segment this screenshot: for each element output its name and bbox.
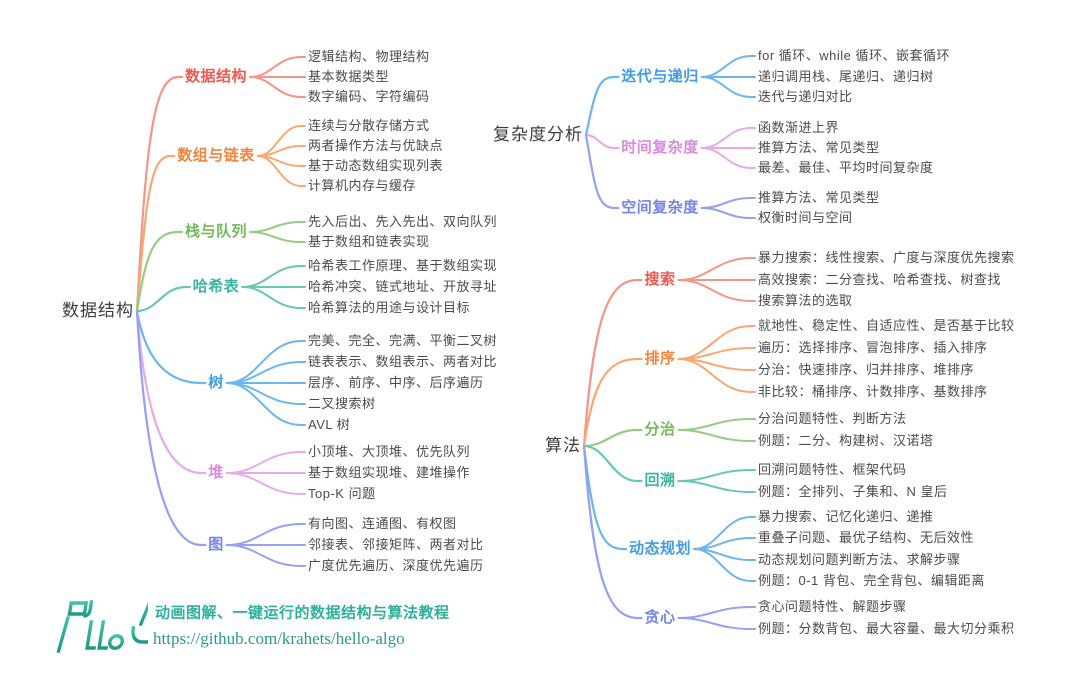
leaf-node: 链表表示、数组表示、两者对比 <box>308 354 498 369</box>
leaf-node: 有向图、连通图、有权图 <box>308 516 457 531</box>
leaf-node: 基本数据类型 <box>308 69 390 84</box>
leaf-node: 权衡时间与空间 <box>758 210 853 225</box>
root-node-complexity-analysis: 复杂度分析 <box>493 125 583 144</box>
leaf-node: 遍历：选择排序、冒泡排序、插入排序 <box>758 340 988 355</box>
branch-greedy: 贪心 <box>644 609 676 626</box>
leaf-node: 推算方法、常见类型 <box>758 190 880 205</box>
leaf-node: 两者操作方法与优缺点 <box>308 138 444 153</box>
branch-dynamic-programming: 动态规划 <box>628 540 692 557</box>
branch-heap: 堆 <box>208 464 224 481</box>
leaf-node: 推算方法、常见类型 <box>758 140 880 155</box>
leaf-node: 函数渐进上界 <box>758 120 840 135</box>
leaf-node: 基于动态数组实现列表 <box>308 158 444 173</box>
leaf-node: 计算机内存与缓存 <box>308 178 417 193</box>
leaf-node: 先入后出、先入先出、双向队列 <box>308 214 498 229</box>
leaf-node: 就地性、稳定性、自适应性、是否基于比较 <box>758 318 1015 333</box>
leaf-node: 二叉搜索树 <box>308 396 376 411</box>
leaf-node: 数字编码、字符编码 <box>308 89 430 104</box>
github-repo-link[interactable]: https://github.com/krahets/hello-algo <box>153 629 405 648</box>
leaf-node: 广度优先遍历、深度优先遍历 <box>308 558 484 573</box>
leaf-node: 最差、最佳、平均时间复杂度 <box>758 160 934 175</box>
leaf-node: 基于数组和链表实现 <box>308 234 430 249</box>
branch-array-linkedlist: 数组与链表 <box>177 147 255 164</box>
leaf-node: 重叠子问题、最优子结构、无后效性 <box>758 530 975 545</box>
branch-divide-conquer: 分治 <box>644 421 676 438</box>
leaf-node: AVL 树 <box>308 417 351 432</box>
branch-tree: 树 <box>208 374 224 391</box>
leaf-node: for 循环、while 循环、嵌套循环 <box>758 48 951 63</box>
hello-algo-logo <box>56 598 148 653</box>
leaf-node: 分治：快速排序、归并排序、堆排序 <box>758 362 975 377</box>
leaf-node: 迭代与递归对比 <box>758 89 853 104</box>
leaf-node: 层序、前序、中序、后序遍历 <box>308 375 484 390</box>
leaf-node: 哈希冲突、链式地址、开放寻址 <box>308 279 498 294</box>
leaf-node: 非比较：桶排序、计数排序、基数排序 <box>758 384 988 399</box>
leaf-node: 例题：分数背包、最大容量、最大切分乘积 <box>758 621 1015 636</box>
leaf-node: 回溯问题特性、框架代码 <box>758 462 907 477</box>
branch-sorting: 排序 <box>644 350 676 367</box>
leaf-node: 例题：二分、构建树、汉诺塔 <box>758 433 934 448</box>
leaf-node: 高效搜索：二分查找、哈希查找、树查找 <box>758 272 1002 287</box>
leaf-node: 哈希算法的用途与设计目标 <box>308 300 471 315</box>
leaf-node: 完美、完全、完满、平衡二叉树 <box>308 333 498 348</box>
branch-hash-table: 哈希表 <box>192 278 240 295</box>
branch-search: 搜索 <box>644 271 676 288</box>
root-node-algorithms: 算法 <box>545 436 581 455</box>
branch-graph: 图 <box>208 536 224 553</box>
branch-iteration-recursion: 迭代与递归 <box>621 68 699 85</box>
branch-space-complexity: 空间复杂度 <box>621 199 699 216</box>
root-node-data-structures: 数据结构 <box>62 301 134 320</box>
branch-data-structures: 数据结构 <box>184 68 248 85</box>
leaf-node: 基于数组实现堆、建堆操作 <box>308 465 471 480</box>
footer-tagline: 动画图解、一键运行的数据结构与算法教程 <box>155 604 450 622</box>
leaf-node: 逻辑结构、物理结构 <box>308 49 430 64</box>
leaf-node: 递归调用栈、尾递归、递归树 <box>758 69 934 84</box>
leaf-node: 动态规划问题判断方法、求解步骤 <box>758 552 961 567</box>
leaf-node: 小顶堆、大顶堆、优先队列 <box>308 444 471 459</box>
leaf-node: 暴力搜索、记忆化递归、递推 <box>758 509 934 524</box>
leaf-node: 例题：0-1 背包、完全背包、编辑距离 <box>758 573 985 588</box>
branch-backtracking: 回溯 <box>644 472 676 489</box>
leaf-node: 分治问题特性、判断方法 <box>758 411 907 426</box>
leaf-node: 例题：全排列、子集和、N 皇后 <box>758 484 948 499</box>
leaf-node: 贪心问题特性、解题步骤 <box>758 599 907 614</box>
leaf-node: 连续与分散存储方式 <box>308 118 430 133</box>
leaf-node: 哈希表工作原理、基于数组实现 <box>308 258 498 273</box>
leaf-node: 暴力搜索：线性搜索、广度与深度优先搜索 <box>758 250 1015 265</box>
branch-time-complexity: 时间复杂度 <box>621 139 699 156</box>
branch-stack-queue: 栈与队列 <box>184 223 248 240</box>
leaf-node: Top-K 问题 <box>308 486 376 501</box>
leaf-node: 搜索算法的选取 <box>758 293 853 308</box>
leaf-node: 邻接表、邻接矩阵、两者对比 <box>308 537 484 552</box>
